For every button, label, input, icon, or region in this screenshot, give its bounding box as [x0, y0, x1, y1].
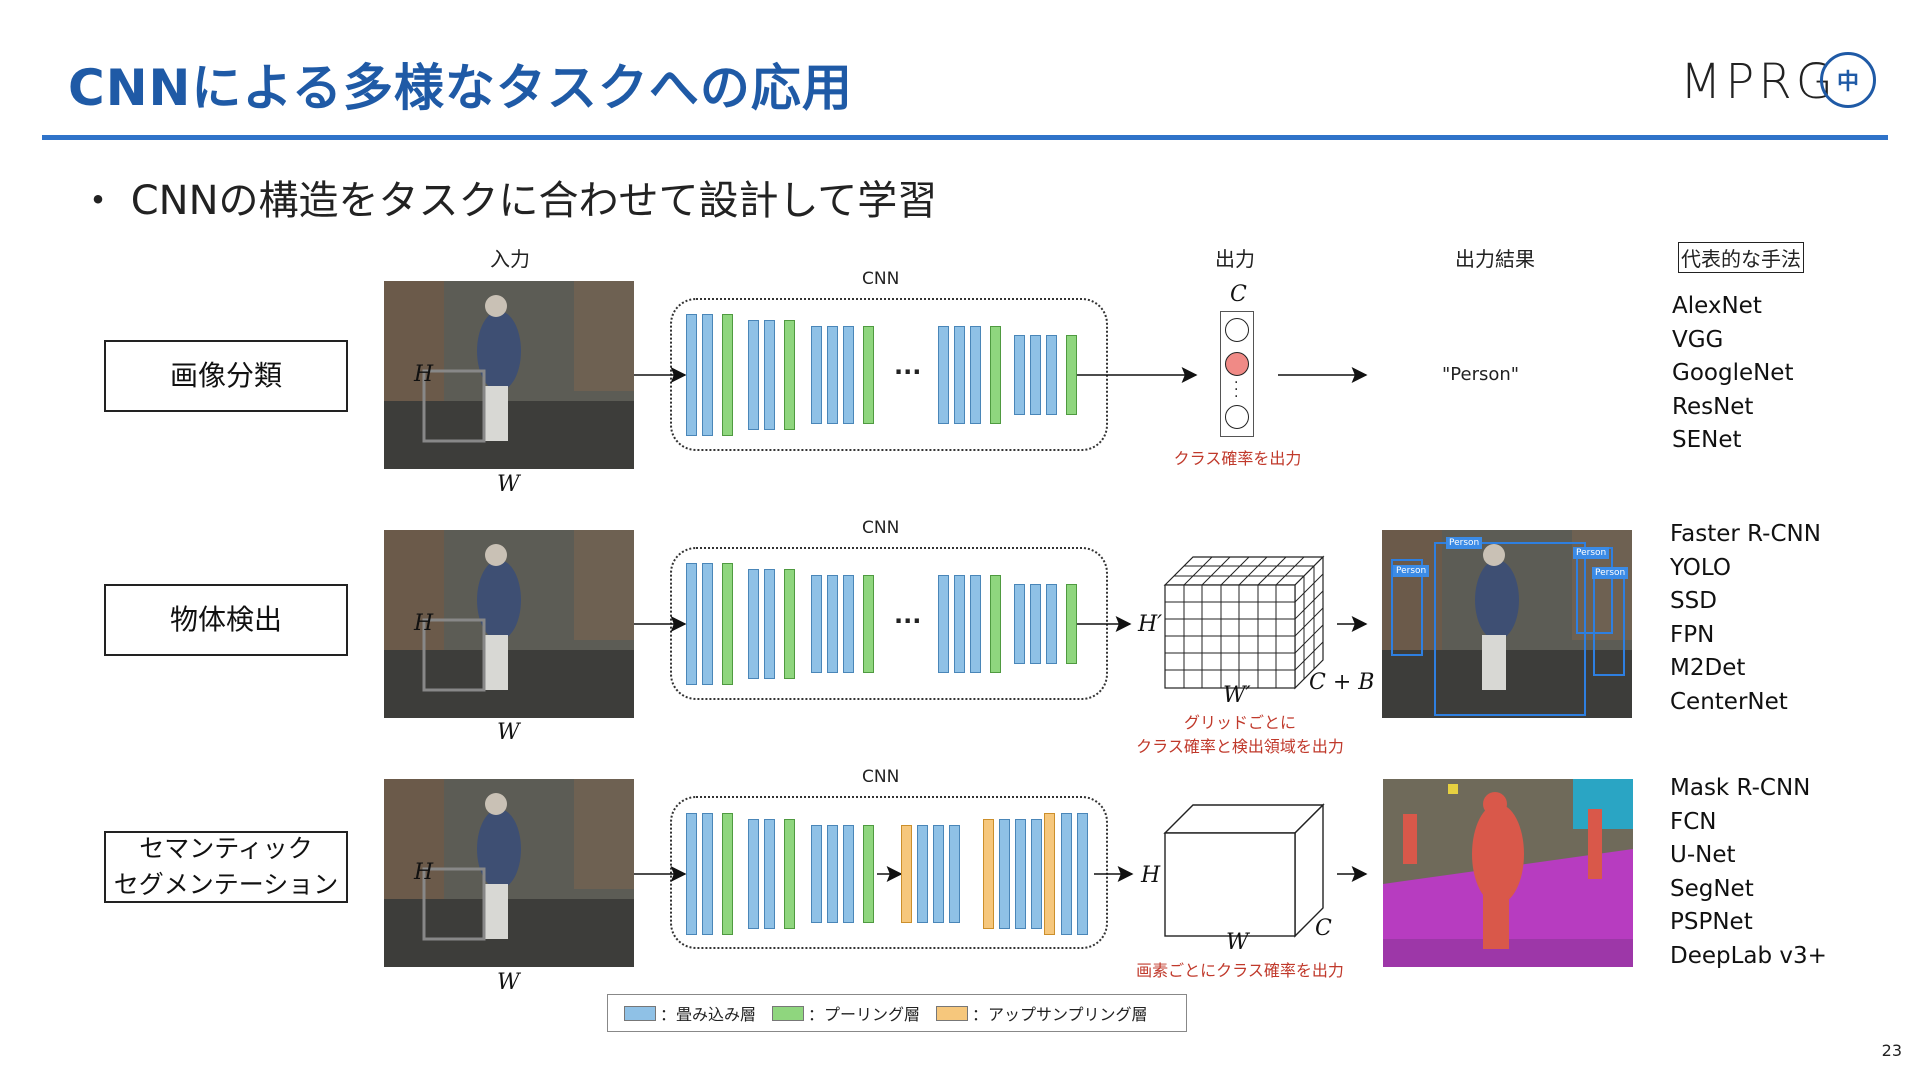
legend: ：畳み込み層 ：プーリング層 ：アップサンプリング層: [607, 994, 1187, 1032]
page-number: 23: [1882, 1041, 1902, 1060]
legend-pool: ：プーリング層: [808, 1001, 920, 1025]
legend-swatch-pool: [772, 1006, 804, 1021]
legend-up: ：アップサンプリング層: [972, 1001, 1148, 1025]
legend-swatch-up: [936, 1006, 968, 1021]
legend-swatch-conv: [624, 1006, 656, 1021]
legend-conv: ：畳み込み層: [660, 1001, 756, 1025]
